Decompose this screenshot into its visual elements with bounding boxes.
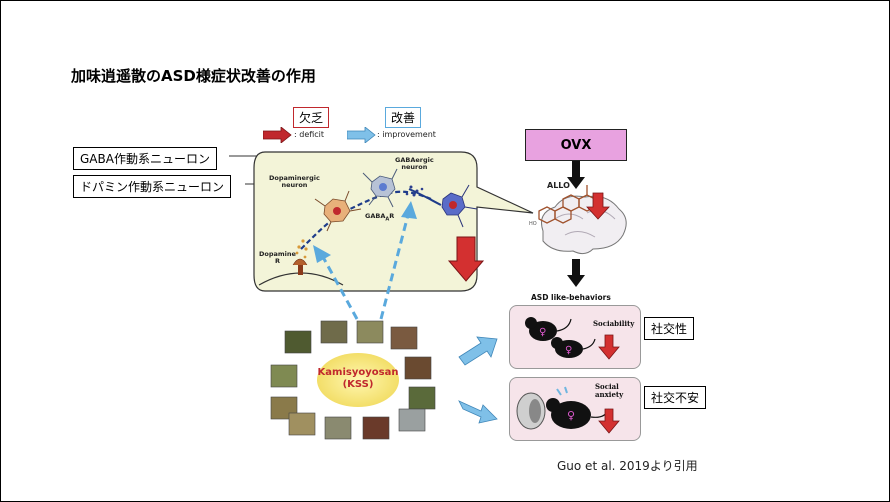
anxiety-mouse-illustration: ♀ [516,386,620,434]
gabaa-receptor-label: GABAAR [365,212,395,223]
sociability-label: Sociability [593,319,635,328]
kss-oval [317,353,399,407]
deficit-arrow-icon [263,127,292,143]
svg-text:HO: HO [529,221,537,227]
anxiety-jp-label: 社交不安 [644,386,707,409]
dopamine-neuron-label: ドパミン作動系ニューロン [73,175,232,198]
kss-name-line2: (KSS) [342,379,374,390]
improve-legend-box: 改善 [385,107,422,128]
gabaergic-neuron-label: GABAergic neuron [395,156,434,172]
asd-heading: ASD like-behaviors [531,293,611,302]
to-sociability-arrow-icon [458,336,498,366]
svg-text:♀: ♀ [539,327,546,338]
brain-allo-illustration: HO [529,185,627,255]
deficit-legend-text: : deficit [294,130,325,139]
sociability-mice-illustration: ♀ ♀ [525,317,620,360]
improve-arrow-icon [347,127,376,143]
brain-down-arrow-icon [567,259,585,287]
improve-legend-text: : improvement [377,130,436,139]
citation: Guo et al. 2019より引用 [557,459,698,473]
ovx-box: OVX [525,129,627,161]
dopaminergic-neuron-label: Dopaminergic neuron [269,174,320,190]
kss-name-line1: Kamisyoyosan [317,367,399,378]
dopamine-receptor-label: Dopamine R [259,250,296,266]
to-anxiety-arrow-icon [458,400,498,424]
herb-images [270,320,436,440]
allo-label: ALLO [547,181,570,190]
svg-text:♀: ♀ [567,409,575,422]
kss-label: Kamisyoyosan (KSS) [315,367,401,391]
gaba-neuron-label: GABA作動系ニューロン [73,147,217,170]
social-anxiety-label: Social anxiety [595,382,624,400]
ovx-down-arrow-icon [567,161,585,189]
deficit-legend-box: 欠乏 [293,107,330,128]
sociability-panel [509,305,641,369]
sociability-jp-label: 社交性 [644,317,695,340]
slide-title: 加味逍遥散のASD様症状改善の作用 [71,67,316,85]
svg-text:♀: ♀ [565,345,572,356]
